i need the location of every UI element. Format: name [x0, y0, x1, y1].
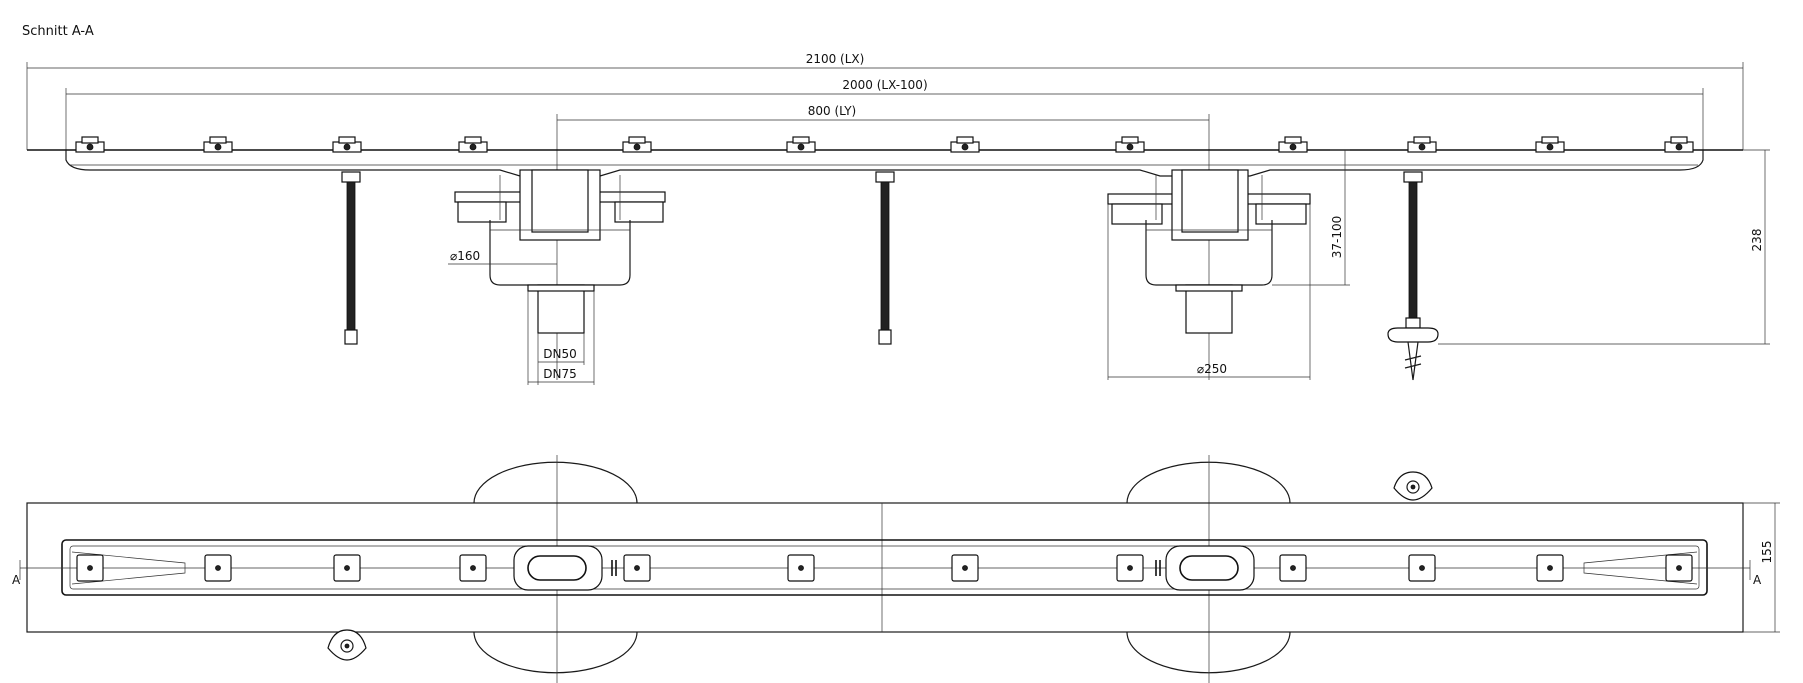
dim-dn50-label: DN50	[543, 347, 577, 361]
section-marker-left: A	[12, 560, 21, 587]
outlet-right	[1107, 169, 1311, 334]
dimension-height-range: 37-100	[1272, 149, 1350, 286]
support-foot-left	[341, 171, 361, 345]
section-marker-right: A	[1749, 560, 1762, 587]
dimension-dia250: ⌀250	[1107, 204, 1311, 380]
plan-foot-bottom-left	[327, 629, 367, 661]
plan-channel	[61, 539, 1708, 596]
dim-dn75-label: DN75	[543, 367, 577, 381]
plan-outer-plate	[26, 502, 1744, 633]
plan-outlet-right	[1155, 545, 1255, 591]
section-channel	[27, 149, 1743, 177]
dim-ly-label: 800 (LY)	[808, 104, 857, 118]
plan-outlet-left	[513, 545, 617, 591]
plan-clamps	[76, 554, 1693, 582]
dimension-lx: 2100 (LX)	[26, 52, 1744, 150]
dim-lx-label: 2100 (LX)	[806, 52, 865, 66]
dim-lx-minus-label: 2000 (LX-100)	[842, 78, 927, 92]
dimension-width: 155	[1743, 502, 1780, 633]
support-foot-middle	[875, 171, 895, 345]
section-marker-right-label: A	[1753, 573, 1762, 587]
dimension-dia160: ⌀160	[448, 249, 557, 265]
section-clamps	[75, 136, 1694, 153]
support-foot-right	[1387, 171, 1439, 381]
dim-height-range-label: 37-100	[1330, 216, 1344, 259]
section-marker-left-label: A	[12, 573, 21, 587]
dimension-dn: DN50 DN75	[527, 291, 595, 385]
outlet-left	[454, 169, 666, 334]
drawing-title: Schnitt A-A	[22, 24, 94, 39]
dim-dia250-label: ⌀250	[1197, 362, 1227, 376]
dimension-lx-minus: 2000 (LX-100)	[65, 78, 1704, 150]
dim-height-label: 238	[1750, 229, 1764, 252]
dim-width-label: 155	[1760, 541, 1774, 564]
dimension-height: 238	[1438, 149, 1770, 345]
plan-foot-top-right	[1393, 471, 1433, 501]
dimension-ly: 800 (LY)	[556, 104, 1210, 380]
dim-dia160-label: ⌀160	[450, 249, 480, 263]
